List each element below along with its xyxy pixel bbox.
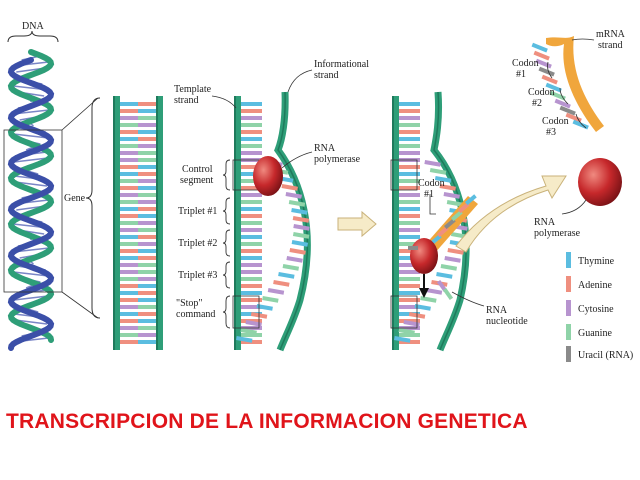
codon3-label: Codon#3	[542, 116, 569, 138]
rna-nucleotide-leader	[451, 291, 485, 307]
rna-polymerase-released	[578, 158, 622, 206]
rna-polymerase-leader	[281, 151, 313, 169]
gene-brace	[85, 97, 101, 319]
stop-command-label: "Stop"command	[176, 298, 215, 320]
codon1-mid-leader	[429, 194, 436, 215]
gene-lines	[61, 97, 99, 319]
legend-item-uracil: Uracil (RNA)	[566, 346, 633, 362]
free-rna-nucleotides	[408, 246, 454, 301]
legend-item-adenine: Adenine	[566, 276, 612, 292]
mrna-strand-leader	[571, 38, 595, 41]
panel1-dna-ladder	[113, 96, 163, 350]
rna-polymerase-released-leader	[561, 199, 587, 215]
svg-text:Cytosine: Cytosine	[578, 304, 614, 315]
segment-braces	[222, 159, 231, 329]
legend-item-cytosine: Cytosine	[566, 300, 614, 316]
triplet2-label: Triplet #2	[178, 238, 217, 249]
triplet3-label: Triplet #3	[178, 270, 217, 281]
legend-item-thymine: Thymine	[566, 252, 615, 268]
rna-polymerase-panel3	[410, 238, 438, 274]
codon-braces	[547, 61, 587, 129]
dna-helix	[7, 49, 55, 351]
gene-region-box	[3, 129, 63, 293]
codon1-mid-label: Codon#1	[418, 178, 445, 200]
base-legend: Thymine Adenine Cytosine Guanine Uracil …	[566, 252, 633, 362]
rna-polymerase-panel2	[253, 156, 283, 196]
diagram-title: TRANSCRIPCION DE LA INFORMACION GENETICA	[6, 410, 528, 433]
dna-label: DNA	[22, 21, 44, 32]
template-strand-leader	[211, 95, 237, 109]
svg-text:Uracil (RNA): Uracil (RNA)	[578, 350, 633, 361]
svg-text:Guanine: Guanine	[578, 328, 612, 339]
dna-brace	[7, 30, 59, 43]
triplet1-label: Triplet #1	[178, 206, 217, 217]
panel-transition-arrow	[337, 210, 377, 238]
codon1-label: Codon#1	[512, 58, 539, 80]
informational-strand-leader	[287, 69, 313, 93]
panel2-dna-unwinding	[234, 91, 311, 352]
svg-text:Thymine: Thymine	[578, 256, 615, 267]
gene-label: Gene	[64, 193, 86, 204]
codon2-label: Codon#2	[528, 87, 555, 109]
down-arrowhead	[419, 288, 429, 298]
polymerase-release-arrow	[455, 175, 567, 253]
svg-text:Adenine: Adenine	[578, 280, 612, 291]
legend-item-guanine: Guanine	[566, 324, 612, 340]
